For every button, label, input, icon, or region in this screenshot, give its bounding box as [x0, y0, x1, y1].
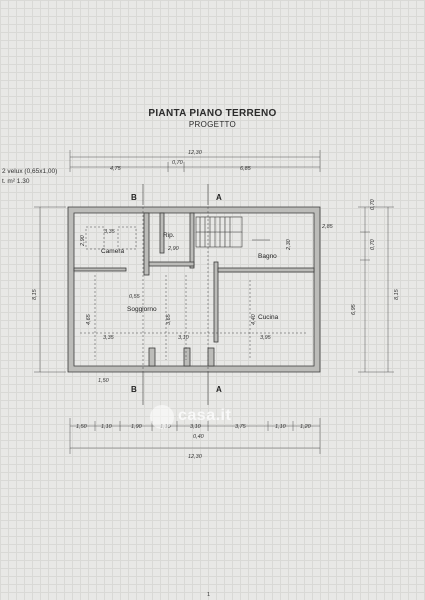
dim-bottom-6: 1,10 — [275, 424, 287, 430]
dim-rip-w: 2,90 — [167, 246, 180, 252]
page-number: 1 — [207, 592, 210, 598]
dim-top-total: 12,30 — [188, 150, 203, 156]
dim-bottom-sub: 0,40 — [193, 434, 205, 440]
pillar-2 — [183, 347, 191, 367]
dim-right-a: 0,70 — [370, 198, 376, 210]
dim-right-part: 6,95 — [351, 303, 357, 315]
watermark-logo-icon — [150, 405, 174, 429]
dim-tiny: 1,50 — [98, 378, 110, 384]
velux-note: 2 velux (0,65x1,00) — [2, 168, 58, 175]
dim-mid-h: 3,65 — [166, 313, 172, 325]
dim-right-height: 8,15 — [394, 288, 400, 300]
dim-mid-w: 3,10 — [178, 335, 190, 341]
bottom-segment-ticks — [94, 421, 294, 431]
dim-soggiorno-h: 4,65 — [86, 313, 92, 325]
dim-cucina-h: 4,40 — [251, 313, 257, 325]
dim-bottom-5: 3,75 — [235, 424, 247, 430]
pillar-3 — [207, 347, 215, 367]
wall-bagno-bottom — [217, 267, 315, 273]
dim-top-right: 6,85 — [240, 166, 252, 172]
dim-top-mid: 0,70 — [172, 160, 184, 166]
dim-win: 2,85 — [321, 224, 334, 230]
room-camera: Camera — [101, 248, 125, 255]
dim-left-height: 8,15 — [32, 288, 38, 300]
wall-camera-right — [143, 212, 150, 276]
wall-rip-bottom — [148, 261, 195, 267]
dim-bottom-4: 3,10 — [190, 424, 202, 430]
velux-2 — [117, 226, 137, 250]
section-b-top: B — [131, 193, 137, 202]
wall-cucina-left — [213, 261, 219, 343]
wall-camera-bottom — [73, 267, 127, 272]
section-b-bottom: B — [131, 385, 137, 394]
dim-door: 0,55 — [129, 294, 141, 300]
dim-bottom-total: 12,30 — [188, 454, 203, 460]
dim-right-b: 0,70 — [370, 238, 376, 250]
dim-camera-w: 3,35 — [104, 229, 116, 235]
wall-rip-right — [189, 212, 195, 269]
wall-rip-left — [159, 212, 165, 254]
plan-subtitle: PROGETTO — [188, 120, 237, 129]
staircase — [195, 216, 270, 248]
velux-1 — [85, 226, 105, 250]
dim-bottom-2: 1,90 — [131, 424, 143, 430]
section-a-top: A — [216, 193, 222, 202]
dim-cucina-w: 3,95 — [260, 335, 272, 341]
plan-title: PIANTA PIANO TERRENO — [148, 108, 277, 119]
dim-bottom-0: 1,50 — [76, 424, 88, 430]
dim-camera-h: 2,90 — [80, 234, 86, 247]
area-note: t. m² 1.30 — [2, 178, 30, 185]
room-cucina: Cucina — [258, 314, 279, 321]
dim-bottom-7: 1,20 — [300, 424, 312, 430]
dim-soggiorno-w: 3,35 — [103, 335, 115, 341]
dim-bottom-1: 1,10 — [101, 424, 113, 430]
outer-wall — [67, 206, 321, 373]
dim-bagno-h: 2,30 — [286, 238, 292, 251]
watermark: casa.it — [178, 407, 232, 424]
section-a-bottom: A — [216, 385, 222, 394]
room-rip: Rip. — [163, 232, 175, 239]
room-soggiorno: Soggiorno — [127, 306, 157, 313]
room-bagno: Bagno — [258, 253, 277, 260]
pillar-1 — [148, 347, 156, 367]
dim-top-left: 4,75 — [110, 166, 122, 172]
